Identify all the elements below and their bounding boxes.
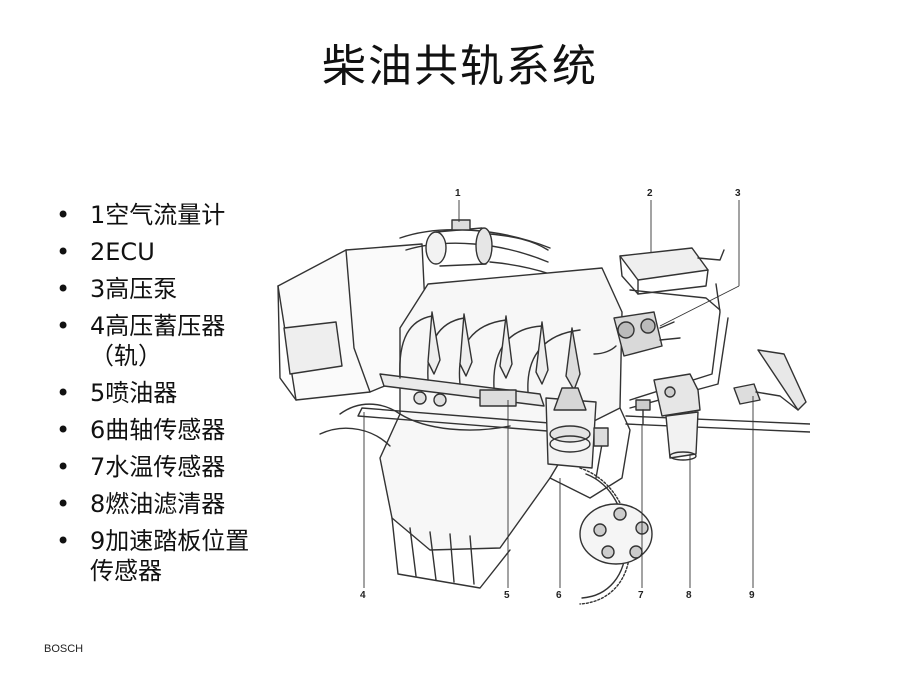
list-item: • 7水温传感器 <box>54 452 254 482</box>
high-pressure-pump <box>593 311 681 357</box>
ecu-unit <box>619 247 725 295</box>
air-intake-housing <box>277 229 551 401</box>
air-mass-meter <box>425 219 551 275</box>
bullet-icon: • <box>56 201 71 229</box>
callout-5: 5 <box>504 590 510 601</box>
list-item-text: 4高压蓄压器（轨） <box>90 312 226 370</box>
bullet-icon: • <box>56 275 71 303</box>
accelerator-pedal-sensor <box>733 349 807 411</box>
callout-numbers: 1 2 3 4 5 6 7 8 9 <box>360 188 755 601</box>
bullet-icon: • <box>56 453 71 481</box>
callout-1: 1 <box>455 188 461 199</box>
bullet-icon: • <box>56 416 71 444</box>
callout-2: 2 <box>647 188 653 199</box>
list-item: • 4高压蓄压器（轨） <box>54 311 254 371</box>
callout-8: 8 <box>686 590 692 601</box>
bullet-icon: • <box>56 490 71 518</box>
list-item: • 9加速踏板位置传感器 <box>54 526 254 586</box>
bullet-icon: • <box>56 238 71 266</box>
callout-9: 9 <box>749 590 755 601</box>
callout-4: 4 <box>360 590 366 601</box>
flywheel <box>579 427 653 605</box>
component-list: • 1空气流量计 • 2ECU • 3高压泵 • 4高压蓄压器（轨） • 5喷油器 • 6曲… <box>54 200 254 640</box>
list-item-text: 5喷油器 <box>90 379 178 407</box>
engine-diagram: 1 2 3 4 5 6 7 8 9 <box>250 178 810 618</box>
engine-illustration: 1 2 3 4 5 6 7 8 9 <box>277 188 810 605</box>
callout-3: 3 <box>735 188 741 199</box>
list-item-text: 1空气流量计 <box>90 201 226 229</box>
list-item: • 2ECU <box>54 237 254 267</box>
callout-7: 7 <box>638 590 644 601</box>
list-item: • 1空气流量计 <box>54 200 254 230</box>
list-item-text: 8燃油滤清器 <box>90 490 226 518</box>
source-credit: BOSCH <box>44 643 84 655</box>
callout-leaders <box>363 200 754 588</box>
list-item: • 8燃油滤清器 <box>54 489 254 519</box>
callout-6: 6 <box>556 590 562 601</box>
list-item-text: 6曲轴传感器 <box>90 416 226 444</box>
list-item: • 6曲轴传感器 <box>54 415 254 445</box>
list-item-text: 3高压泵 <box>90 275 178 303</box>
fuel-filter <box>653 373 701 461</box>
list-item: • 5喷油器 <box>54 378 254 408</box>
list-item-text: 9加速踏板位置传感器 <box>90 527 250 585</box>
list-item-text: 2ECU <box>90 238 155 266</box>
cylinder <box>545 387 597 469</box>
list-item-text: 7水温传感器 <box>90 453 226 481</box>
slide-title: 柴油共轨系统 <box>322 41 598 92</box>
bullet-icon: • <box>56 312 71 340</box>
injectors <box>427 311 581 391</box>
water-temperature-sensor <box>635 399 651 425</box>
list-item: • 3高压泵 <box>54 274 254 304</box>
bullet-icon: • <box>56 379 71 407</box>
bullet-icon: • <box>56 527 71 555</box>
engine-block <box>319 267 631 589</box>
